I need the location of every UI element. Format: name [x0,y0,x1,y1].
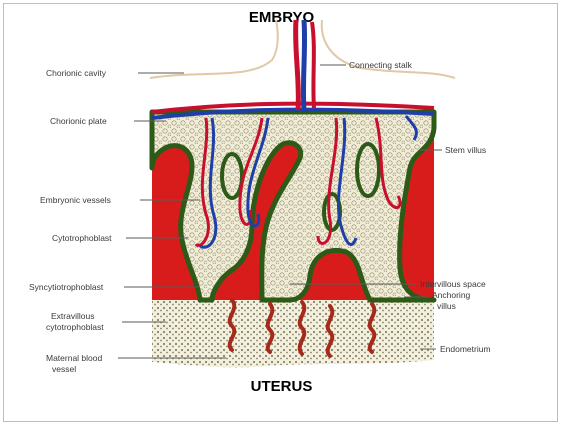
villus-branch [357,144,379,196]
label-anchoring-2: villus [437,301,456,311]
label-stem-villus: Stem villus [445,145,486,155]
label-cytotrophoblast: Cytotrophoblast [52,233,112,243]
label-maternal-1: Maternal blood [46,353,103,363]
label-extravillous-1: Extravillous [51,311,94,321]
endometrium-layer [152,300,434,367]
label-syncytiotrophoblast: Syncytiotrophoblast [29,282,104,292]
villus-branch [222,154,242,198]
label-chorionic-cavity: Chorionic cavity [46,68,107,78]
label-endometrium: Endometrium [440,344,491,354]
label-embryonic-vessels: Embryonic vessels [40,195,111,205]
label-intervillous-space: Intervillous space [420,279,486,289]
umbilical-vessel-red [296,20,299,110]
label-maternal-2: vessel [52,364,76,374]
umbilical-vessel-blue [303,20,304,110]
umbilical-vessel-red [312,22,314,108]
label-extravillous-2: cytotrophoblast [46,322,104,332]
chorionic-cavity-membrane [150,20,278,78]
label-anchoring-1: Anchoring [432,290,471,300]
label-chorionic-plate: Chorionic plate [50,116,107,126]
label-connecting-stalk: Connecting stalk [349,60,413,70]
